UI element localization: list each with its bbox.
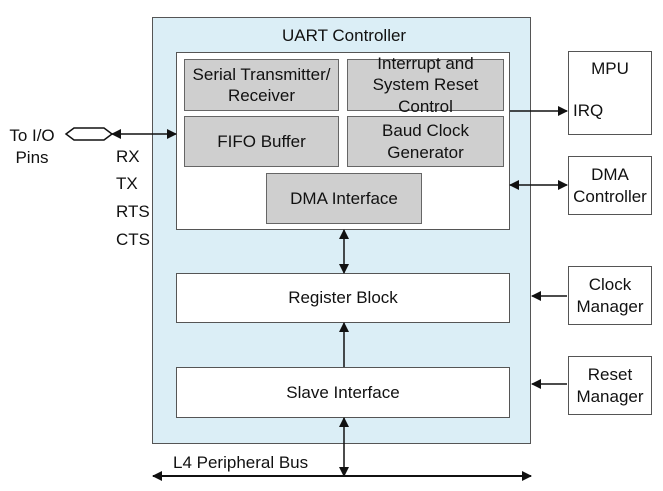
signal-rts: RTS (116, 202, 150, 221)
io-pin-connector-icon (64, 127, 114, 141)
dma-controller-block: DMA Controller (568, 156, 652, 215)
signal-cts: CTS (116, 230, 150, 249)
fifo-buffer-block: FIFO Buffer (184, 116, 339, 167)
mpu-label: MPU (591, 59, 629, 78)
dma-interface-block: DMA Interface (266, 173, 422, 224)
l4-bus-label: L4 Peripheral Bus (173, 453, 309, 472)
irq-label: IRQ (573, 101, 604, 120)
slave-interface-block: Slave Interface (176, 367, 510, 418)
baud-clock-generator-block: Baud Clock Generator (347, 116, 504, 167)
signal-rx: RX (116, 147, 140, 166)
signal-tx: TX (116, 174, 138, 193)
reset-manager-block: Reset Manager (568, 356, 652, 415)
serial-transmitter-receiver-block: Serial Transmitter/ Receiver (184, 59, 339, 111)
clock-manager-block: Clock Manager (568, 266, 652, 325)
register-block: Register Block (176, 273, 510, 323)
uart-controller-title: UART Controller (282, 26, 407, 45)
interrupt-reset-control-block: Interrupt and System Reset Control (347, 54, 504, 116)
io-pins-label: To I/O Pins (9, 126, 55, 168)
mpu-block: MPU (568, 51, 652, 135)
